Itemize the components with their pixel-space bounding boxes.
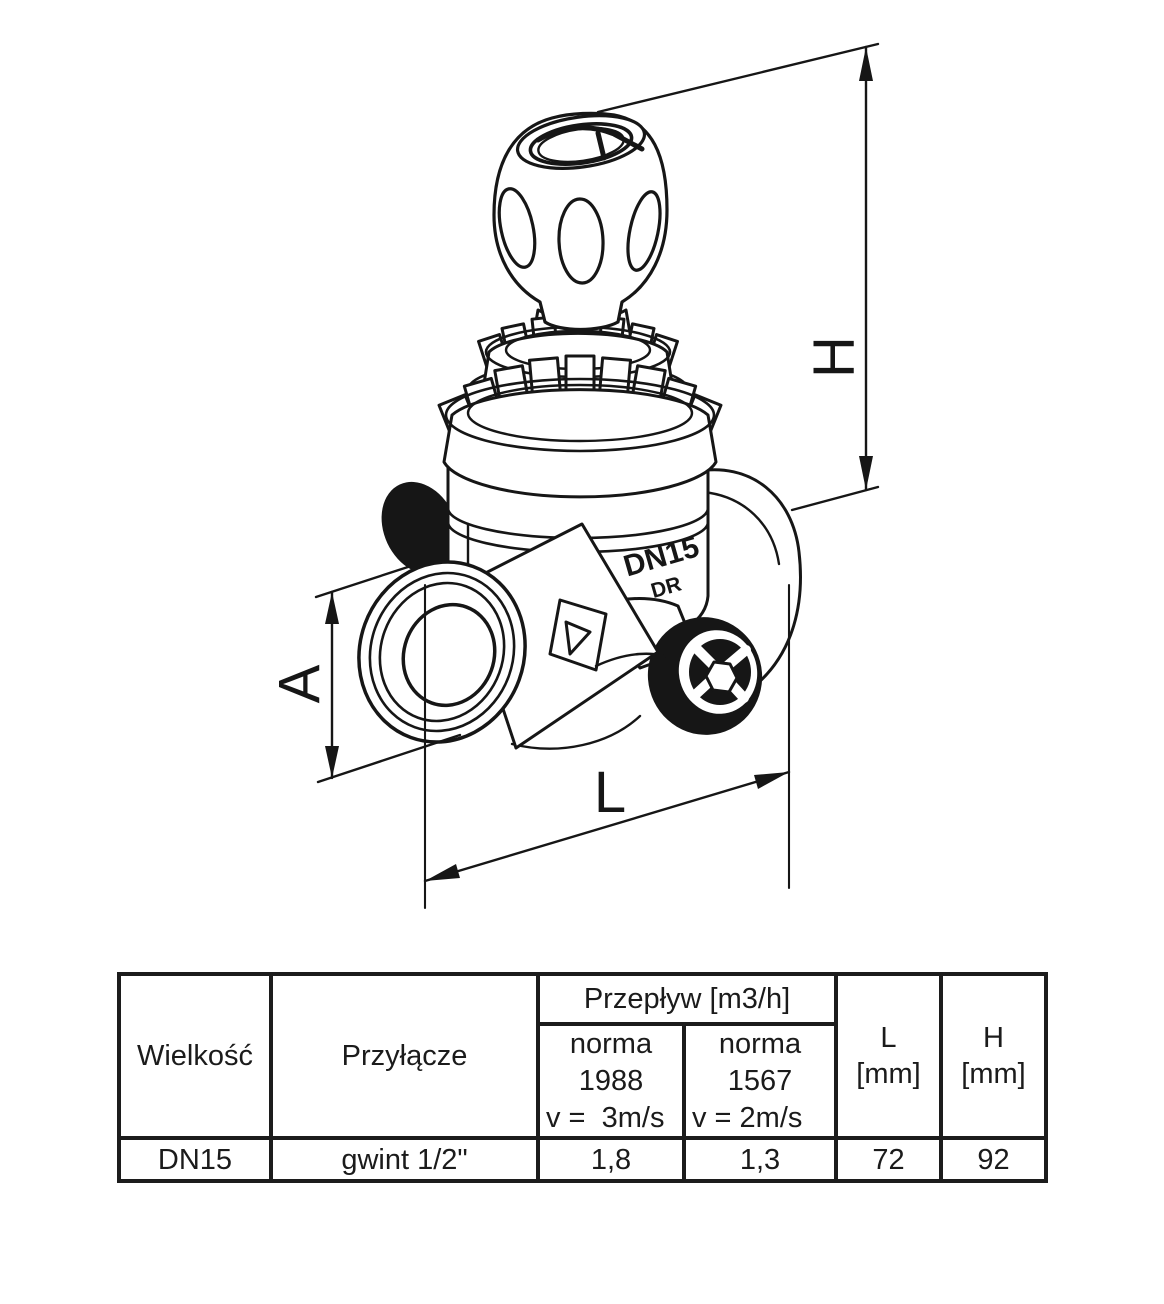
flow-direction-panel	[548, 598, 678, 672]
inlet-bore	[401, 602, 497, 708]
row-connection-value: gwint 1/2"	[341, 1143, 468, 1176]
lower-castellated-ring	[437, 354, 723, 499]
dim-h	[596, 42, 880, 512]
row-size: DN15	[121, 1140, 273, 1179]
header-l-line1: L	[880, 1022, 897, 1054]
row-flow-1988-value: 1,8	[590, 1143, 632, 1176]
row-flow-1567: 1,3	[686, 1140, 838, 1179]
dim-a	[314, 564, 462, 784]
row-flow-1988: 1,8	[540, 1140, 686, 1179]
header-size-label: Wielkość	[136, 1040, 253, 1072]
row-h-value: 92	[943, 1140, 1044, 1179]
norm1567-line3: v = 2m/s	[692, 1101, 803, 1134]
header-size: Wielkość	[121, 976, 273, 1140]
row-flow-1567-value: 1,3	[739, 1143, 781, 1176]
norm1988-line1: norma	[569, 1027, 653, 1060]
row-h-value-text: 92	[977, 1143, 1010, 1176]
header-norm-1988: norma 1988 v = 3m/s	[540, 1026, 686, 1140]
spec-table: Wielkość Przyłącze Przepływ [m3/h] norma…	[117, 972, 1048, 1183]
header-flow: Przepływ [m3/h]	[540, 976, 838, 1026]
knob-slot	[535, 125, 645, 161]
header-h-mm: H [mm]	[943, 976, 1044, 1140]
cap-hex	[704, 660, 739, 694]
norm1988-line2: 1988	[578, 1064, 644, 1097]
header-connection-label: Przyłącze	[341, 1040, 468, 1072]
header-h-line1: H	[983, 1022, 1004, 1054]
row-l-value: 72	[838, 1140, 943, 1179]
flow-triangle-icon	[564, 620, 592, 656]
back-cap	[381, 481, 459, 575]
inlet-port	[357, 560, 527, 744]
header-flow-label: Przepływ [m3/h]	[583, 983, 791, 1015]
dim-a-label: A	[267, 664, 332, 703]
row-connection: gwint 1/2"	[273, 1140, 540, 1179]
dim-h-label: H	[801, 336, 866, 378]
row-l-value-text: 72	[872, 1143, 905, 1176]
header-connection: Przyłącze	[273, 976, 540, 1140]
row-size-value: DN15	[157, 1143, 233, 1176]
outlet-cap	[647, 617, 763, 735]
knob-grip-slots	[497, 187, 662, 285]
header-l-line2: [mm]	[856, 1058, 921, 1090]
header-h-line2: [mm]	[961, 1058, 1026, 1090]
norm1567-line1: norma	[718, 1027, 802, 1060]
adjustment-knob	[492, 111, 669, 332]
dimension-lines: H A L	[267, 42, 880, 910]
dim-l-label: L	[594, 760, 626, 825]
norm1567-line2: 1567	[727, 1064, 793, 1097]
header-norm-1567: norma 1567 v = 2m/s	[686, 1026, 838, 1140]
norm1988-line3: v = 3m/s	[546, 1101, 665, 1134]
header-l-mm: L [mm]	[838, 976, 943, 1140]
dim-l	[423, 583, 791, 910]
